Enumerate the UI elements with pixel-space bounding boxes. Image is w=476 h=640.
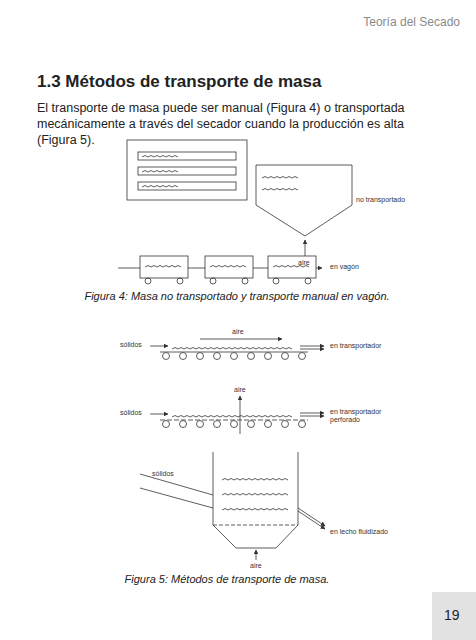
figure-label: en lecho fluidizado: [330, 528, 390, 536]
material-stroke: [222, 494, 288, 496]
material-stroke: [262, 177, 298, 179]
roller: [163, 353, 170, 360]
figure-5: [140, 339, 325, 560]
figure-label: sólidos: [152, 470, 192, 478]
roller: [180, 353, 187, 360]
figure-label: aire: [250, 562, 280, 570]
material-stroke: [262, 189, 298, 191]
inlet-chute: [140, 474, 213, 508]
figure-label: aire: [234, 386, 264, 394]
material-stroke: [145, 266, 181, 268]
figure-caption: Figura 5: Métodos de transporte de masa.: [37, 573, 417, 586]
roller: [180, 421, 187, 428]
roller: [163, 421, 170, 428]
material-stroke: [142, 171, 178, 173]
figure-caption: Figura 4: Masa no transportado y transpo…: [37, 290, 437, 303]
figure-label: no transportado: [356, 196, 436, 204]
page-number-tab: [432, 592, 476, 640]
material-stroke: [222, 509, 288, 511]
roller: [248, 353, 255, 360]
wagon: [205, 256, 253, 278]
roller: [214, 421, 221, 428]
section-title: 1.3 Métodos de transporte de masa: [37, 72, 457, 92]
wagon: [140, 256, 188, 278]
material-stroke: [172, 416, 292, 418]
roller: [265, 353, 272, 360]
fluid-bed-vessel: [213, 452, 298, 548]
running-header: Teoría del Secado: [340, 15, 460, 29]
material-stroke: [172, 348, 292, 350]
tray-cabinet: [127, 140, 247, 200]
material-stroke: [222, 479, 288, 481]
hopper: [256, 165, 352, 236]
figure-4: [118, 140, 352, 284]
material-stroke: [142, 156, 178, 158]
figure-label: en transportador: [330, 342, 410, 350]
roller: [214, 353, 221, 360]
roller: [282, 421, 289, 428]
roller: [231, 353, 238, 360]
roller: [197, 353, 204, 360]
figure-label: sólidos: [120, 409, 160, 417]
page-number: 19: [444, 607, 472, 624]
roller: [265, 421, 272, 428]
roller: [299, 421, 306, 428]
roller: [299, 353, 306, 360]
body-text: El transporte de masa puede ser manual (…: [37, 100, 442, 148]
figure-label: sólidos: [120, 341, 160, 349]
figure-label: en vagón: [330, 263, 390, 271]
figure-label: en transportador perforado: [330, 408, 390, 425]
roller: [197, 421, 204, 428]
roller: [248, 421, 255, 428]
material-stroke: [142, 186, 178, 188]
roller: [231, 421, 238, 428]
figure-label: aire: [232, 328, 262, 336]
figure-label: aire: [298, 259, 328, 267]
roller: [282, 353, 289, 360]
material-stroke: [210, 266, 246, 268]
